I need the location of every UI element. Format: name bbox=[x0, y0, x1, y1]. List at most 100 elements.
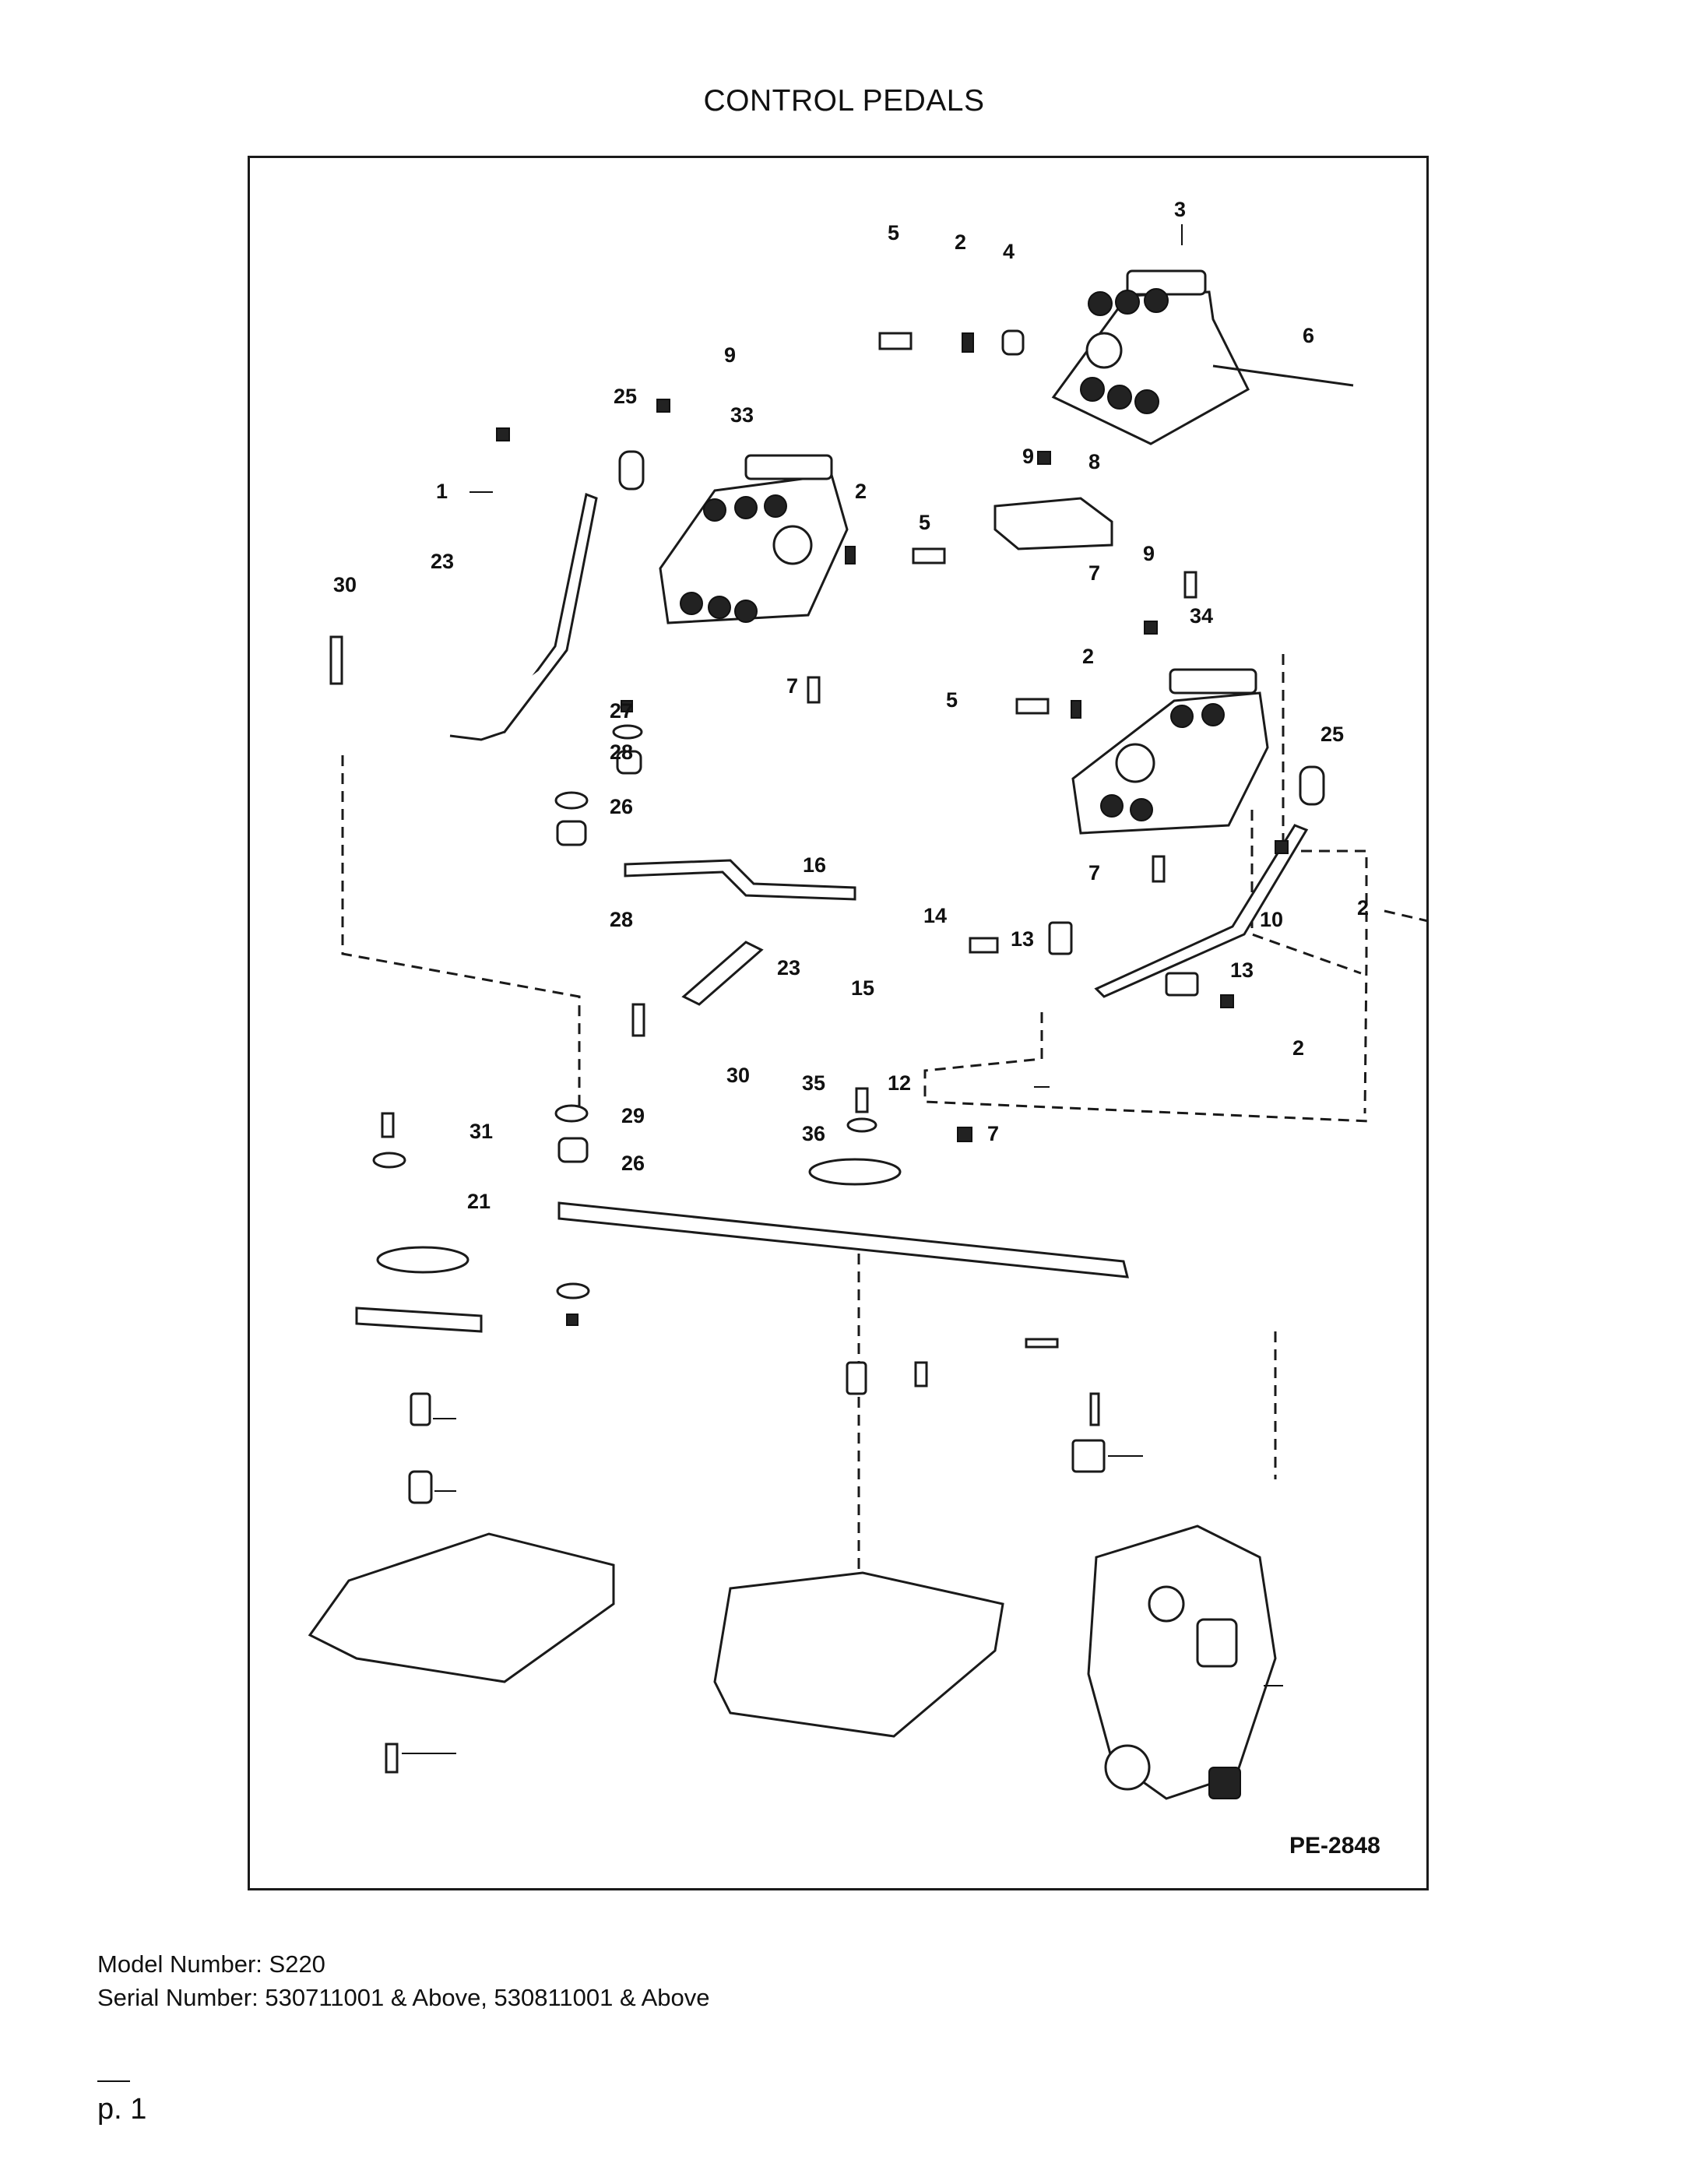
link-23-end bbox=[449, 649, 568, 741]
callout-23-left: 23 bbox=[431, 550, 454, 573]
screw-7-right bbox=[1152, 855, 1166, 883]
shaft-6 bbox=[1212, 364, 1354, 387]
floor-plate-left bbox=[308, 1532, 615, 1683]
callout-29-upper: 29 bbox=[621, 1104, 645, 1127]
callout-36: 36 bbox=[802, 1122, 825, 1145]
nut-1 bbox=[496, 427, 510, 441]
callout-2-far-right: 2 bbox=[1357, 896, 1369, 920]
callout-8: 8 bbox=[1088, 450, 1100, 473]
nut-2-right bbox=[1275, 840, 1289, 854]
bushing-17-right bbox=[846, 1361, 867, 1395]
callout-2-lower: 2 bbox=[1292, 1036, 1304, 1060]
page-number: p. 1 bbox=[97, 2093, 147, 2126]
callout-7-lower: 7 bbox=[987, 1122, 999, 1145]
bushing-18 bbox=[408, 1470, 433, 1504]
bolt-5-mid bbox=[912, 547, 946, 564]
page-rule bbox=[97, 2080, 130, 2082]
callout-7-mid: 7 bbox=[786, 674, 798, 698]
callout-33: 33 bbox=[730, 403, 754, 427]
callout-30-left: 30 bbox=[333, 573, 357, 596]
link-23-mid bbox=[681, 941, 764, 1006]
callout-13-left: 13 bbox=[1011, 927, 1034, 951]
rod-32 bbox=[557, 1201, 1129, 1278]
bushing-17-left bbox=[410, 1392, 431, 1426]
bolt-35 bbox=[855, 1087, 869, 1113]
callout-4: 4 bbox=[1003, 240, 1015, 263]
washer-21 bbox=[372, 1152, 406, 1169]
leader-lines bbox=[402, 224, 1283, 1754]
bushing-4 bbox=[1001, 329, 1025, 356]
pedal-33 bbox=[659, 454, 849, 624]
spacer-26-upper bbox=[556, 820, 587, 846]
callout-10: 10 bbox=[1260, 908, 1283, 931]
bolt-30-left bbox=[329, 635, 343, 685]
callout-30-mid: 30 bbox=[726, 1064, 750, 1087]
bracket-8 bbox=[993, 497, 1113, 550]
callout-1: 1 bbox=[436, 480, 448, 503]
callout-9-right: 9 bbox=[1143, 542, 1155, 565]
nut-9-left bbox=[656, 399, 670, 413]
spacer-26-top bbox=[616, 750, 642, 775]
callout-6: 6 bbox=[1303, 324, 1314, 347]
pedal-34 bbox=[1071, 668, 1269, 835]
pin-15-lower bbox=[1089, 1392, 1100, 1426]
spacer-26-lower bbox=[557, 1137, 589, 1163]
callout-27-upper: 27 bbox=[610, 699, 633, 723]
callout-5-top: 5 bbox=[888, 221, 899, 244]
screw-7-mid bbox=[807, 676, 821, 704]
page-title: CONTROL PEDALS bbox=[703, 84, 985, 118]
washer-28-lower bbox=[556, 1282, 590, 1299]
nut-9-right bbox=[1144, 621, 1158, 635]
gasket-strip bbox=[355, 1307, 483, 1333]
callout-labels: 3 5 2 4 6 9 25 33 9 8 1 2 5 9 23 30 7 34… bbox=[333, 198, 1369, 1213]
clevis-20 bbox=[1071, 1439, 1106, 1473]
callout-21: 21 bbox=[467, 1190, 491, 1213]
callout-13-right: 13 bbox=[1230, 958, 1254, 982]
bolt-5-right bbox=[1015, 698, 1050, 715]
washer-36 bbox=[846, 1117, 877, 1133]
pin-11 bbox=[1025, 1338, 1059, 1349]
callout-26-lower: 26 bbox=[621, 1152, 645, 1175]
callout-28-upper: 28 bbox=[610, 740, 633, 764]
nut-7-lower bbox=[957, 1127, 972, 1142]
washer-2-mid bbox=[845, 546, 856, 564]
callout-31: 31 bbox=[469, 1120, 493, 1143]
washer-2-right bbox=[1071, 700, 1081, 719]
washer-28-top bbox=[612, 724, 643, 740]
callout-7-top: 7 bbox=[1088, 561, 1100, 585]
serial-number: Serial Number: 530711001 & Above, 530811… bbox=[97, 1984, 710, 2011]
parts-diagram: 3 5 2 4 6 9 25 33 9 8 1 2 5 9 23 30 7 34… bbox=[308, 198, 1429, 1859]
washer-2-top bbox=[962, 332, 974, 353]
model-number: Model Number: S220 bbox=[97, 1950, 325, 1978]
valve-22 bbox=[1087, 1525, 1277, 1800]
plate-24-right bbox=[808, 1158, 902, 1186]
diagram-frame bbox=[248, 156, 1429, 1890]
callout-2-mid: 2 bbox=[855, 480, 867, 503]
nut-27-lower bbox=[566, 1314, 578, 1326]
callout-35: 35 bbox=[802, 1071, 825, 1095]
screw-7-top bbox=[1183, 571, 1197, 599]
callout-14: 14 bbox=[923, 904, 947, 927]
grommet-25-left bbox=[618, 450, 645, 491]
washer-29 bbox=[554, 1104, 589, 1123]
plate-16 bbox=[624, 859, 856, 901]
callout-2-top: 2 bbox=[955, 230, 966, 254]
washer-28-upper bbox=[554, 791, 589, 810]
drawing-number: PE-2848 bbox=[1289, 1833, 1380, 1859]
bolt-19 bbox=[385, 1743, 399, 1774]
callout-9-center: 9 bbox=[1022, 445, 1034, 468]
callout-5-right: 5 bbox=[946, 688, 958, 712]
callout-25-left: 25 bbox=[614, 385, 637, 408]
callout-7-right: 7 bbox=[1088, 861, 1100, 885]
nut-9-center bbox=[1037, 451, 1051, 465]
callout-9-left: 9 bbox=[724, 343, 736, 367]
block-13-left bbox=[1048, 921, 1073, 955]
screw-29-lower bbox=[914, 1361, 928, 1387]
callout-5-mid: 5 bbox=[919, 511, 930, 534]
assembly-dashed-lines bbox=[341, 654, 1429, 1658]
floor-plate-right bbox=[713, 1571, 1004, 1738]
bolt-31 bbox=[381, 1112, 395, 1138]
pedal-3 bbox=[1051, 269, 1250, 445]
grommet-25-right bbox=[1299, 765, 1325, 806]
callout-26-upper: 26 bbox=[610, 795, 633, 818]
